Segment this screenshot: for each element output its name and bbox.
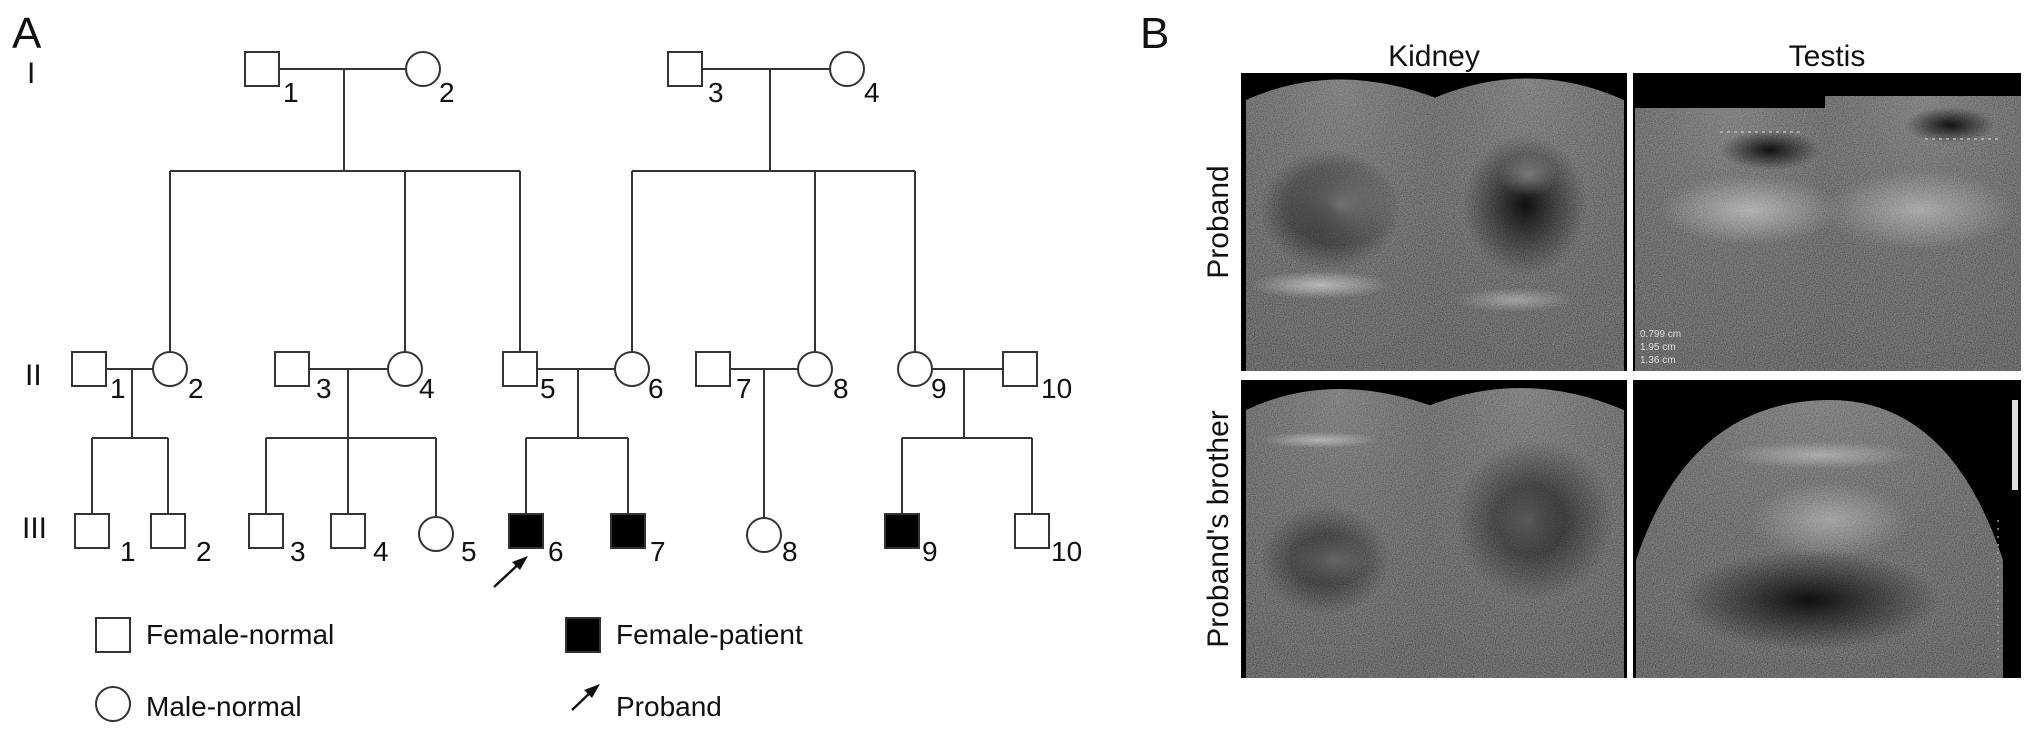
legend-normal-circle-icon xyxy=(95,686,131,722)
ultrasound-image-brother-testis xyxy=(1633,380,2021,678)
generation-1-to-2-connectors xyxy=(169,171,916,353)
pedigree-individual-ii-1 xyxy=(71,351,107,387)
pedigree-number-i-1: 1 xyxy=(283,77,299,108)
pedigree-number-i-4: 4 xyxy=(864,77,880,108)
pedigree-individual-ii-4 xyxy=(387,351,423,387)
pedigree-number-iii-6: 6 xyxy=(548,536,564,567)
pedigree-number-iii-4: 4 xyxy=(373,536,389,567)
pedigree-number-iii-3: 3 xyxy=(290,536,306,567)
pedigree-number-ii-10: 10 xyxy=(1041,373,1072,404)
legend-normal-square-icon xyxy=(95,617,131,653)
legend-proband-arrow-icon xyxy=(571,684,600,711)
pedigree-individual-iii-8 xyxy=(746,517,782,553)
pedigree-individual-i-1 xyxy=(244,51,280,87)
pedigree-number-iii-2: 2 xyxy=(196,536,212,567)
generation-1: 1 2 3 4 xyxy=(170,51,915,172)
pedigree-individual-ii-10 xyxy=(1002,351,1038,387)
panel-b-label: B xyxy=(1140,9,1169,58)
pedigree-number-ii-3: 3 xyxy=(316,373,332,404)
pedigree-individual-iii-7 xyxy=(610,513,646,549)
panel-a-label: A xyxy=(12,9,42,58)
pedigree-number-i-2: 2 xyxy=(439,77,455,108)
pedigree-individual-ii-9 xyxy=(897,351,933,387)
pedigree-number-iii-9: 9 xyxy=(922,536,938,567)
pedigree-individual-iii-5 xyxy=(418,516,454,552)
pedigree-number-i-3: 3 xyxy=(708,77,724,108)
column-label-kidney: Kidney xyxy=(1388,40,1480,73)
pedigree-individual-ii-5 xyxy=(502,351,538,387)
legend-patient-square-icon xyxy=(565,617,601,653)
pedigree-number-iii-8: 8 xyxy=(782,536,798,567)
measurement-2: 1.95 cm xyxy=(1640,342,1676,353)
pedigree-number-iii-1: 1 xyxy=(120,536,136,567)
pedigree-individual-ii-6 xyxy=(614,351,650,387)
pedigree-number-ii-7: 7 xyxy=(736,373,752,404)
row-label-proband: Proband xyxy=(1202,165,1235,278)
ultrasound-image-proband-testis: 0.799 cm 1.95 cm 1.36 cm xyxy=(1633,73,2021,371)
pedigree-individual-iii-9 xyxy=(884,513,920,549)
row-label-probands-brother: Proband's brother xyxy=(1202,410,1235,648)
generation-label-i: I xyxy=(27,57,35,90)
pedigree-individual-ii-3 xyxy=(274,351,310,387)
generation-label-ii: II xyxy=(25,359,42,392)
pedigree-individual-i-2 xyxy=(405,51,441,87)
pedigree-individual-i-4 xyxy=(829,51,865,87)
legend-patient-square-label: Female-patient xyxy=(616,619,803,650)
pedigree-individual-iii-4 xyxy=(330,513,366,549)
pedigree-chart: A I II III 1 2 3 4 xyxy=(12,9,1082,722)
pedigree-legend: Female-normal Female-patient Male-normal… xyxy=(95,617,803,722)
pedigree-individual-ii-7 xyxy=(695,351,731,387)
generation-2: 1 2 3 4 5 6 7 8 xyxy=(71,351,1072,518)
legend-normal-circle-label: Male-normal xyxy=(146,691,302,722)
pedigree-individual-iii-3 xyxy=(248,513,284,549)
pedigree-individual-iii-10 xyxy=(1014,513,1050,549)
pedigree-individual-iii-2 xyxy=(150,513,186,549)
pedigree-individual-ii-8 xyxy=(797,351,833,387)
pedigree-number-ii-1: 1 xyxy=(110,373,126,404)
legend-proband-label: Proband xyxy=(616,691,722,722)
pedigree-number-ii-2: 2 xyxy=(188,373,204,404)
ultrasound-panel: B Kidney Testis Proband Proband's brothe… xyxy=(1140,9,2021,678)
proband-arrow xyxy=(493,556,528,588)
pedigree-individual-i-3 xyxy=(667,51,703,87)
pedigree-individual-ii-2 xyxy=(152,351,188,387)
pedigree-number-ii-8: 8 xyxy=(833,373,849,404)
column-label-testis: Testis xyxy=(1789,40,1866,73)
pedigree-number-iii-10: 10 xyxy=(1051,536,1082,567)
pedigree-number-iii-7: 7 xyxy=(650,536,666,567)
generation-3: 1 2 3 4 5 6 7 8 9 10 xyxy=(74,513,1082,567)
pedigree-number-ii-5: 5 xyxy=(540,373,556,404)
legend-normal-square-label: Female-normal xyxy=(146,619,334,650)
ultrasound-image-brother-kidney xyxy=(1241,380,1627,678)
pedigree-individual-iii-1 xyxy=(74,513,110,549)
measurement-3: 1.36 cm xyxy=(1640,355,1676,366)
generation-2-to-3-connectors xyxy=(91,438,1033,517)
generation-label-iii: III xyxy=(22,512,47,545)
pedigree-number-iii-5: 5 xyxy=(461,536,477,567)
pedigree-number-ii-4: 4 xyxy=(419,373,435,404)
measurement-1: 0.799 cm xyxy=(1640,329,1681,340)
pedigree-individual-iii-6 xyxy=(508,513,544,549)
ultrasound-image-proband-kidney xyxy=(1241,73,1627,371)
pedigree-number-ii-6: 6 xyxy=(648,373,664,404)
pedigree-number-ii-9: 9 xyxy=(931,373,947,404)
